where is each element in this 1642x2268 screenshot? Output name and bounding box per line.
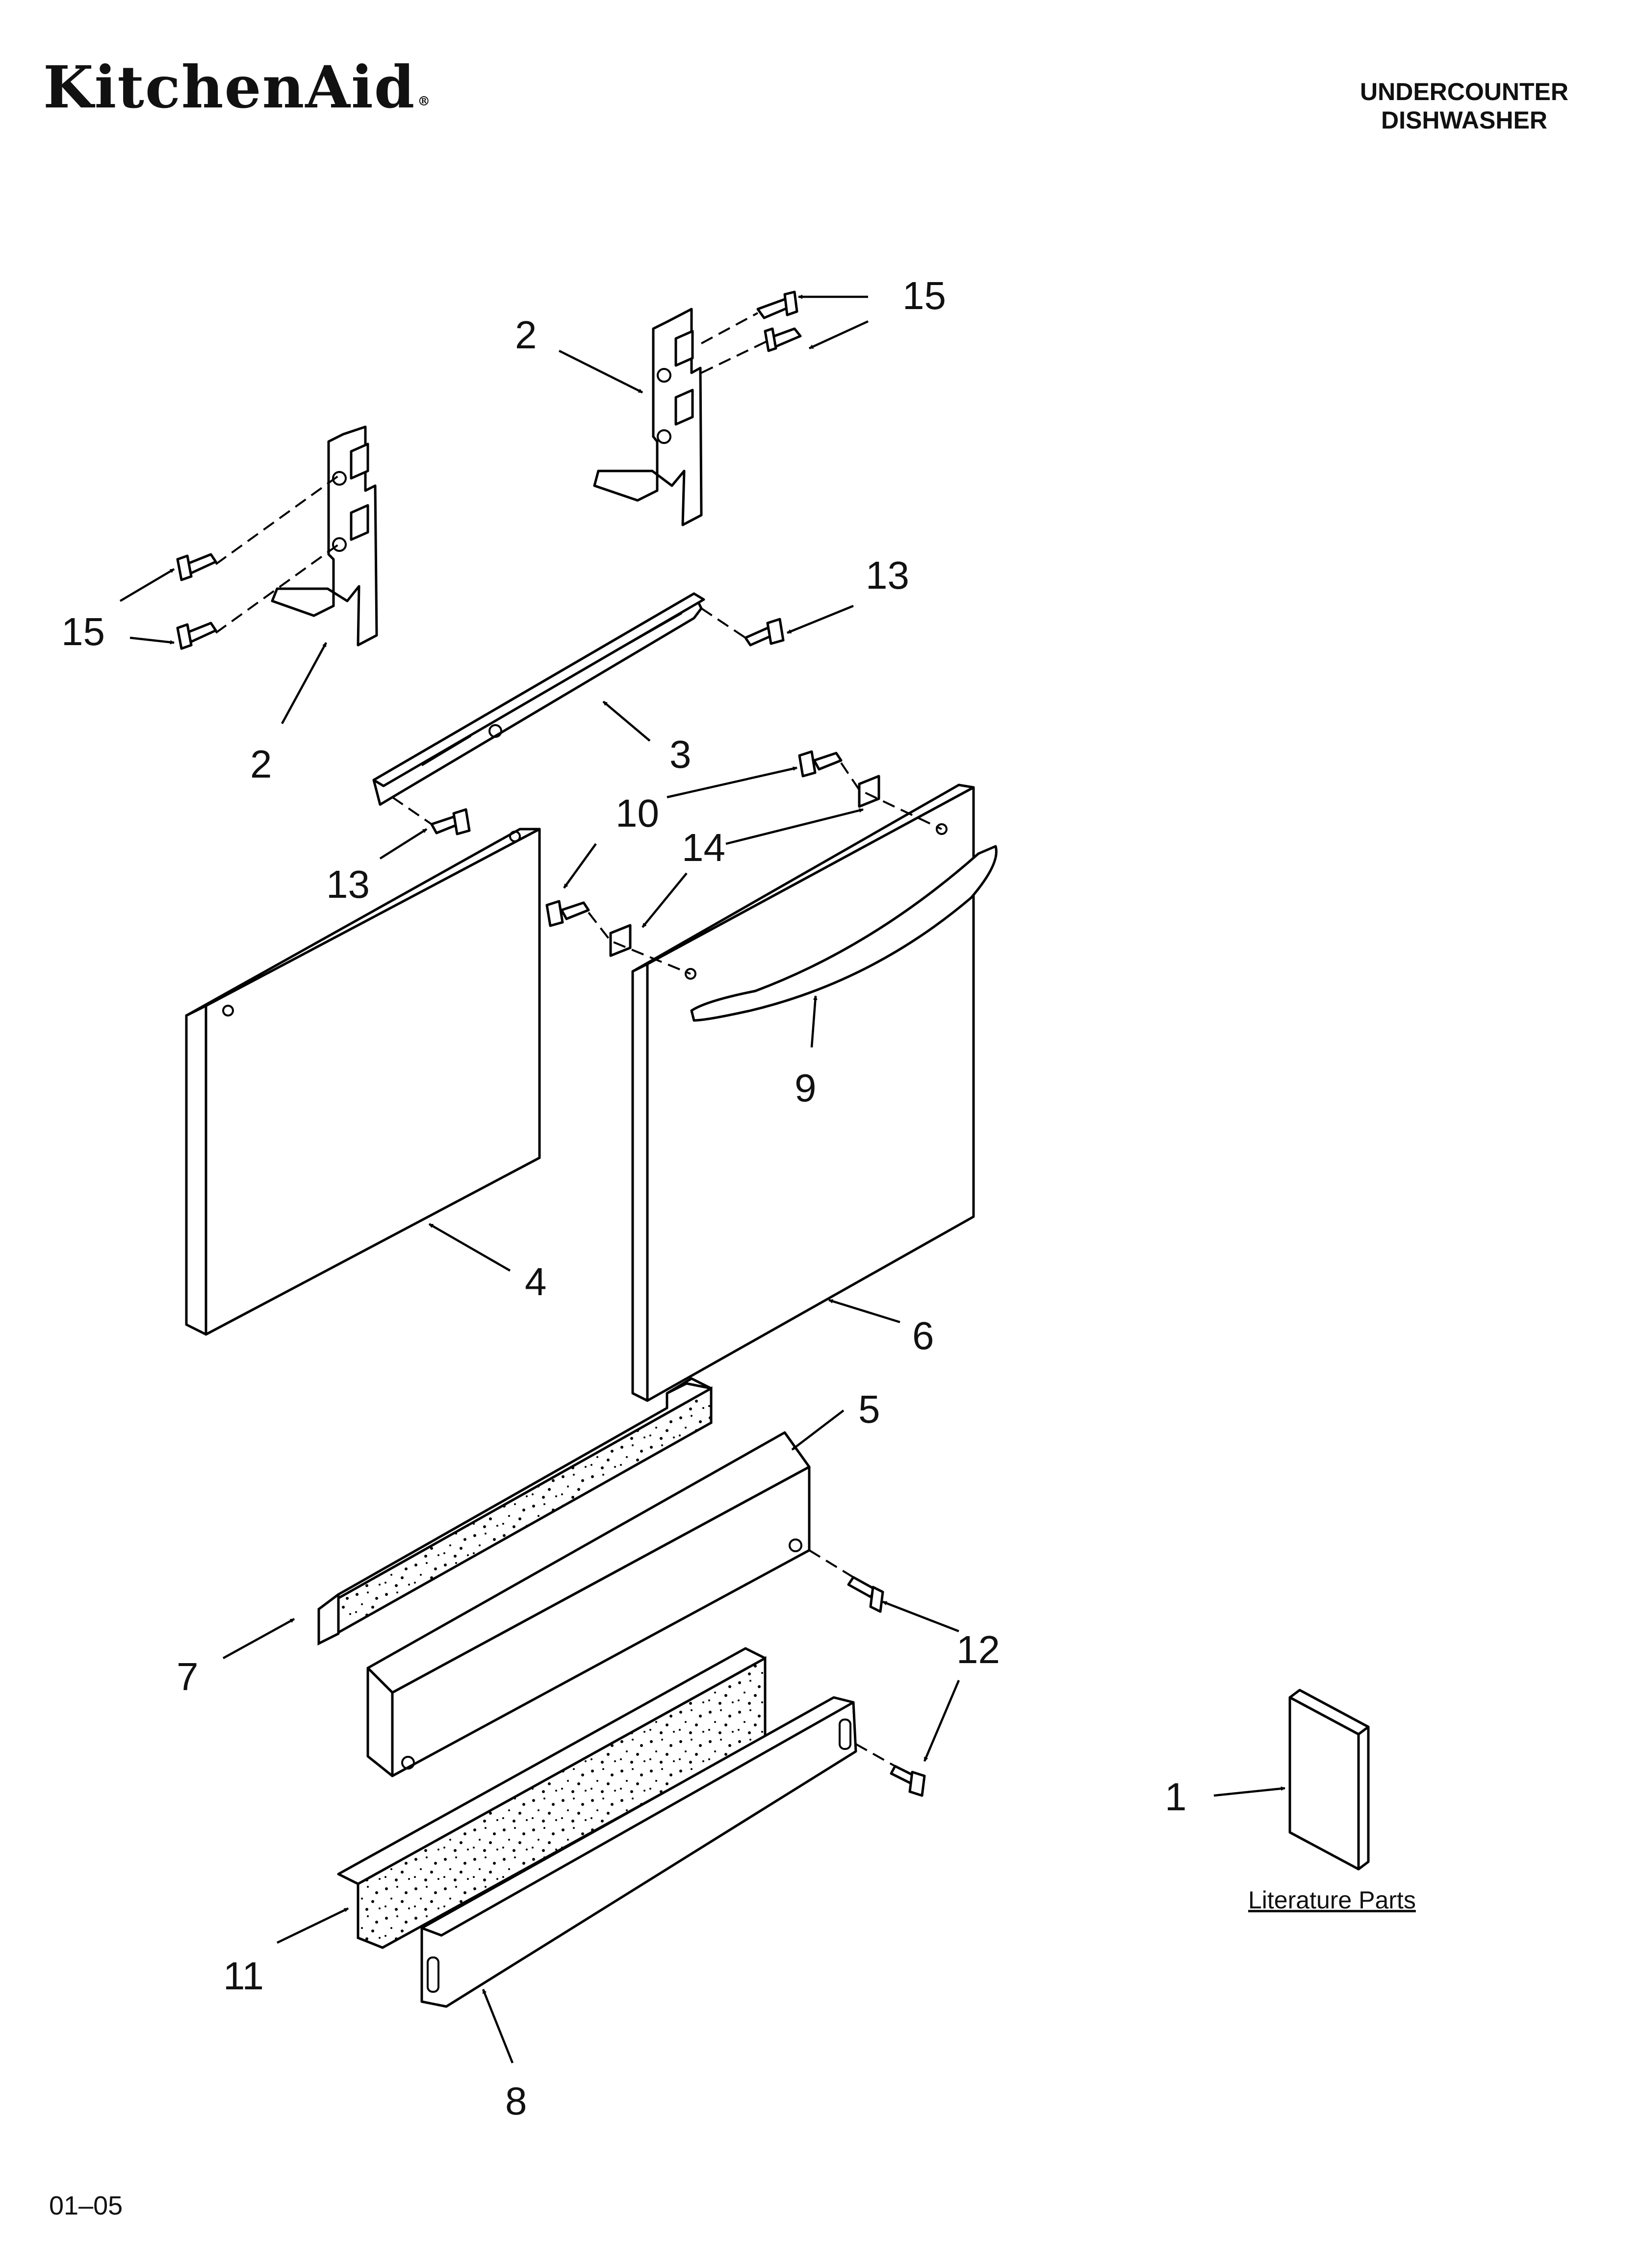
callout-14: 14	[682, 826, 725, 869]
screw-12-lower	[890, 1765, 926, 1797]
callout-1: 1	[1165, 1775, 1187, 1819]
registered-mark: ®	[417, 94, 432, 109]
screw-15-left-a	[176, 553, 217, 581]
kick-plate	[420, 1696, 857, 2008]
literature-booklet	[1288, 1689, 1370, 1871]
callout-4: 4	[525, 1260, 547, 1303]
callout-15-upper: 15	[902, 274, 946, 317]
mounting-rail	[372, 592, 705, 806]
side-panel	[185, 828, 541, 1336]
brand-logo: KitchenAid®	[43, 53, 432, 121]
screw-15-left-b	[176, 622, 217, 650]
product-title: UNDERCOUNTER DISHWASHER	[1360, 78, 1568, 134]
product-title-line2: DISHWASHER	[1381, 106, 1547, 134]
callout-10: 10	[616, 791, 659, 835]
toe-bracket	[366, 1431, 811, 1777]
callout-5: 5	[858, 1387, 880, 1431]
screw-13-right	[744, 618, 785, 647]
leader-lines	[119, 294, 1285, 2063]
kick-foam-strip	[337, 1647, 767, 1949]
clip-14-lower	[609, 924, 632, 957]
callout-6: 6	[912, 1314, 934, 1357]
clip-14-upper	[858, 775, 880, 808]
brand-name: KitchenAid	[43, 53, 416, 121]
screw-10-upper	[798, 750, 843, 778]
hinge-bracket-left	[271, 425, 378, 647]
callout-8: 8	[505, 2079, 527, 2123]
callout-2-upper: 2	[515, 313, 537, 357]
callout-9: 9	[795, 1066, 817, 1110]
callout-15-left: 15	[61, 610, 105, 653]
callout-3: 3	[669, 732, 692, 776]
screw-13-left	[430, 808, 471, 835]
literature-parts-caption: Literature Parts	[1248, 1886, 1416, 1914]
screw-12-upper	[847, 1576, 884, 1613]
callout-7: 7	[177, 1655, 199, 1698]
screw-15-upper-b	[764, 327, 802, 352]
callout-13-upper: 13	[866, 553, 909, 597]
callout-2-lower: 2	[250, 742, 272, 786]
page-code: 01–05	[49, 2191, 123, 2220]
hinge-bracket-right	[593, 308, 703, 526]
screw-10-lower	[545, 900, 590, 927]
screw-15-upper-a	[756, 290, 798, 319]
callout-12: 12	[956, 1628, 1000, 1671]
door-handle	[690, 845, 998, 1022]
callout-11: 11	[223, 1954, 264, 1998]
toe-foam-strip	[317, 1377, 713, 1646]
product-title-line1: UNDERCOUNTER	[1360, 78, 1568, 105]
callout-13-lower: 13	[326, 862, 370, 906]
